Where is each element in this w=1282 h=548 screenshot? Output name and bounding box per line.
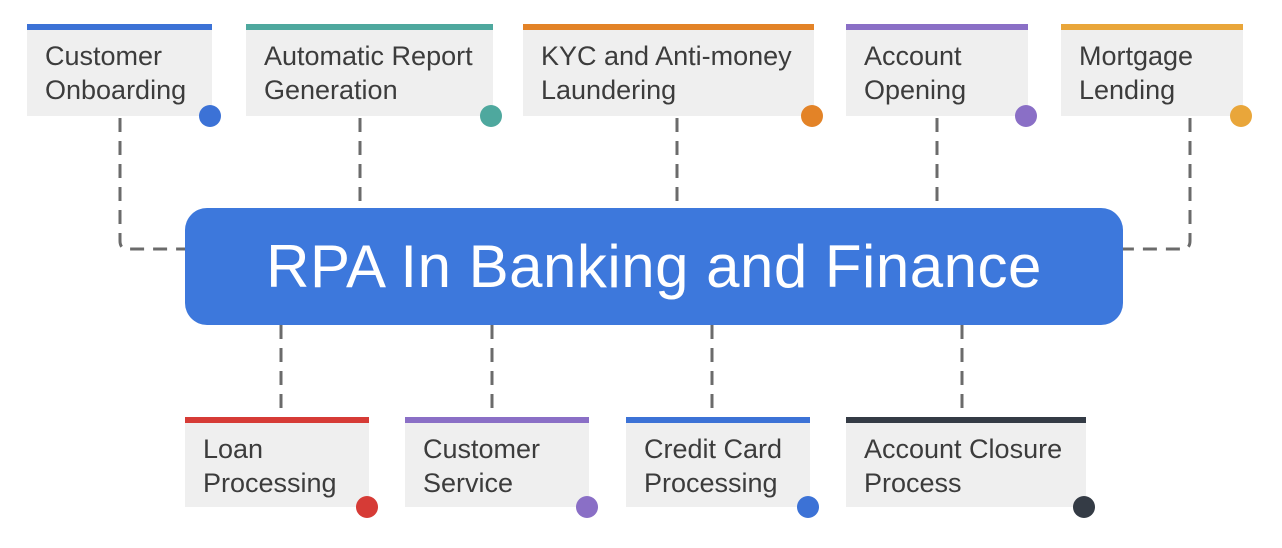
connector-customer-onboarding [118, 118, 185, 251]
diagram-title: RPA In Banking and Finance [266, 233, 1042, 300]
card-label: Account Opening [864, 41, 967, 105]
card-label: Account Closure Process [864, 434, 1063, 498]
card-automatic-report-generation: Automatic Report Generation [246, 24, 493, 116]
card-account-opening: Account Opening [846, 24, 1028, 116]
card-kyc-anti-money-laundering: KYC and Anti-money Laundering [523, 24, 814, 116]
card-dot-marker [1073, 496, 1095, 518]
card-label: Customer Onboarding [45, 41, 187, 105]
card-label: Loan Processing [203, 434, 337, 498]
card-dot-marker [797, 496, 819, 518]
card-loan-processing: Loan Processing [185, 417, 369, 507]
card-label: Credit Card Processing [644, 434, 783, 498]
card-label: Mortgage Lending [1079, 41, 1194, 105]
card-customer-service: Customer Service [405, 417, 589, 507]
card-label: Automatic Report Generation [264, 41, 473, 105]
card-dot-marker [801, 105, 823, 127]
card-customer-onboarding: Customer Onboarding [27, 24, 212, 116]
card-account-closure-process: Account Closure Process [846, 417, 1086, 507]
card-dot-marker [1015, 105, 1037, 127]
card-dot-marker [199, 105, 221, 127]
card-label: KYC and Anti-money Laundering [541, 41, 792, 105]
card-dot-marker [480, 105, 502, 127]
card-credit-card-processing: Credit Card Processing [626, 417, 810, 507]
card-label: Customer Service [423, 434, 541, 498]
card-dot-marker [1230, 105, 1252, 127]
card-dot-marker [356, 496, 378, 518]
card-mortgage-lending: Mortgage Lending [1061, 24, 1243, 116]
central-topic: RPA In Banking and Finance [185, 208, 1123, 325]
connector-mortgage-lending [1123, 118, 1192, 251]
card-dot-marker [576, 496, 598, 518]
